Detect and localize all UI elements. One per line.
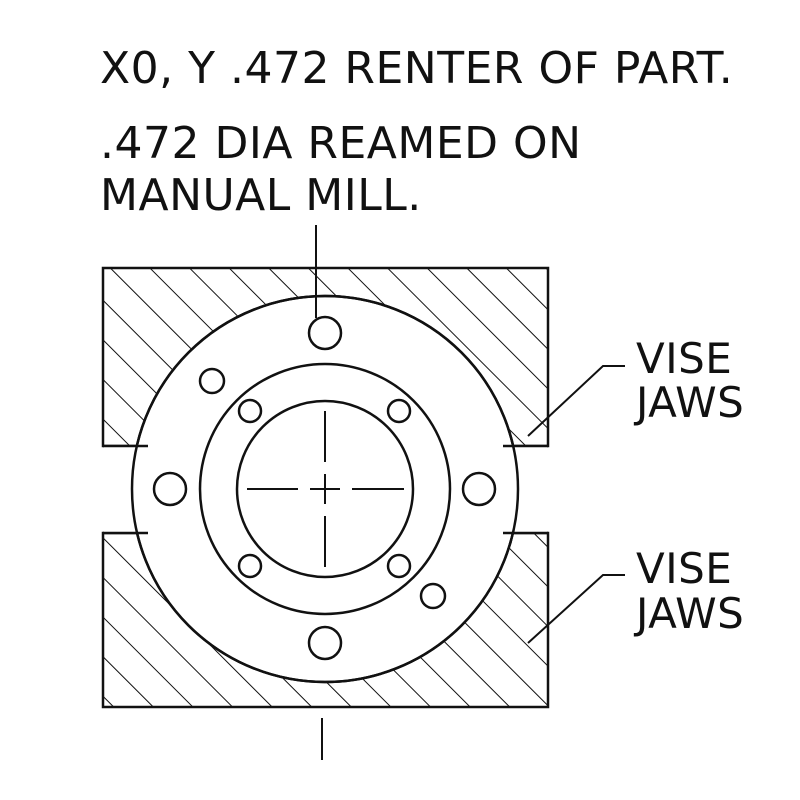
inner-bolt-holes [237, 398, 412, 579]
hole-upper-left [198, 367, 226, 395]
part-middle-circle [198, 362, 452, 616]
center-mark [247, 411, 404, 567]
upper-vise-label-line2: JAWS [633, 378, 744, 427]
upper-vise-label-line1: VISE [636, 334, 732, 383]
hole-left [152, 471, 188, 507]
hole-right [461, 471, 497, 507]
origin-note: X0, Y .472 RENTER OF PART. [100, 43, 733, 94]
ream-note-line2: MANUAL MILL. [100, 170, 422, 221]
hole-top [307, 315, 343, 351]
lower-vise-leader [527, 574, 625, 644]
ream-note-line1: .472 DIA REAMED ON [100, 118, 582, 169]
outer-bolt-holes [152, 315, 497, 661]
hole-bottom [307, 625, 343, 661]
upper-vise-leader [527, 365, 625, 437]
lower-vise-label-line2: JAWS [633, 589, 744, 638]
lower-vise-label-line1: VISE [636, 544, 732, 593]
hole-lower-right [419, 582, 447, 610]
part-bore-circle [235, 399, 415, 579]
